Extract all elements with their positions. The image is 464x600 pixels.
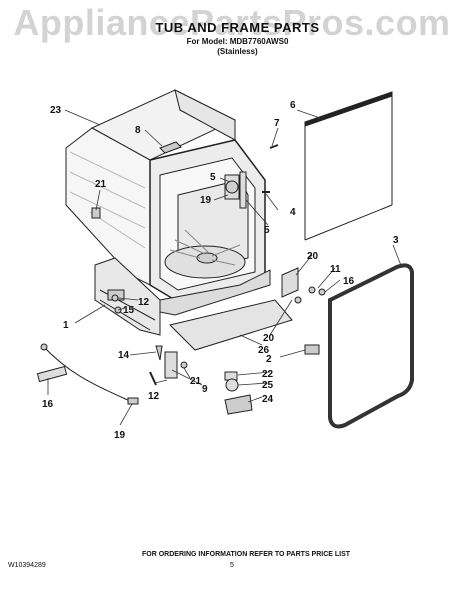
callout-label: 4 (290, 207, 296, 218)
callout-label: 1 (63, 320, 69, 331)
callout-label: 8 (135, 125, 141, 136)
callout-label: 21 (95, 179, 107, 190)
callout-label: 9 (202, 384, 208, 395)
callout-label: 20 (263, 333, 275, 344)
model-line: For Model: MDB7760AWS0 (186, 37, 289, 46)
callout-label: 7 (274, 118, 280, 129)
page-title: TUB AND FRAME PARTS (155, 20, 320, 35)
callout-label: 19 (200, 195, 212, 206)
callout-label: 24 (262, 394, 274, 405)
callout-label: 16 (343, 276, 355, 287)
callout-label: 21 (190, 376, 202, 387)
callout-label: 2 (266, 354, 272, 365)
callout-label: 6 (290, 100, 296, 111)
toe-kick-panel (169, 299, 293, 351)
callout-label: 15 (123, 305, 135, 316)
callout-label: 22 (262, 369, 274, 380)
base-frame (94, 257, 161, 336)
side-seal-strip (304, 91, 393, 127)
watermark: AppliancePartsPros.com (13, 2, 451, 43)
callout-label: 25 (262, 380, 274, 391)
page-number: 5 (230, 562, 234, 569)
door-gasket (328, 263, 414, 429)
vent-part (159, 141, 182, 154)
document-number: W10394289 (8, 562, 46, 569)
callout-label: 5 (210, 172, 216, 183)
callout-label: 12 (148, 391, 160, 402)
callout-label: 16 (42, 399, 54, 410)
variant-line: (Stainless) (217, 47, 258, 56)
callout-label: 14 (118, 350, 130, 361)
callout-label: 12 (138, 297, 150, 308)
callout-label: 20 (307, 251, 319, 262)
callout-label: 23 (50, 105, 62, 116)
callout-label: 26 (258, 345, 270, 356)
callout-label: 11 (330, 264, 341, 275)
bracket-part (281, 267, 299, 298)
callout-label: 19 (114, 430, 126, 441)
callout-label: 3 (393, 235, 399, 246)
ordering-notice: FOR ORDERING INFORMATION REFER TO PARTS … (142, 551, 351, 558)
callout-label: 5 (264, 225, 270, 236)
drain-hose (41, 344, 133, 403)
